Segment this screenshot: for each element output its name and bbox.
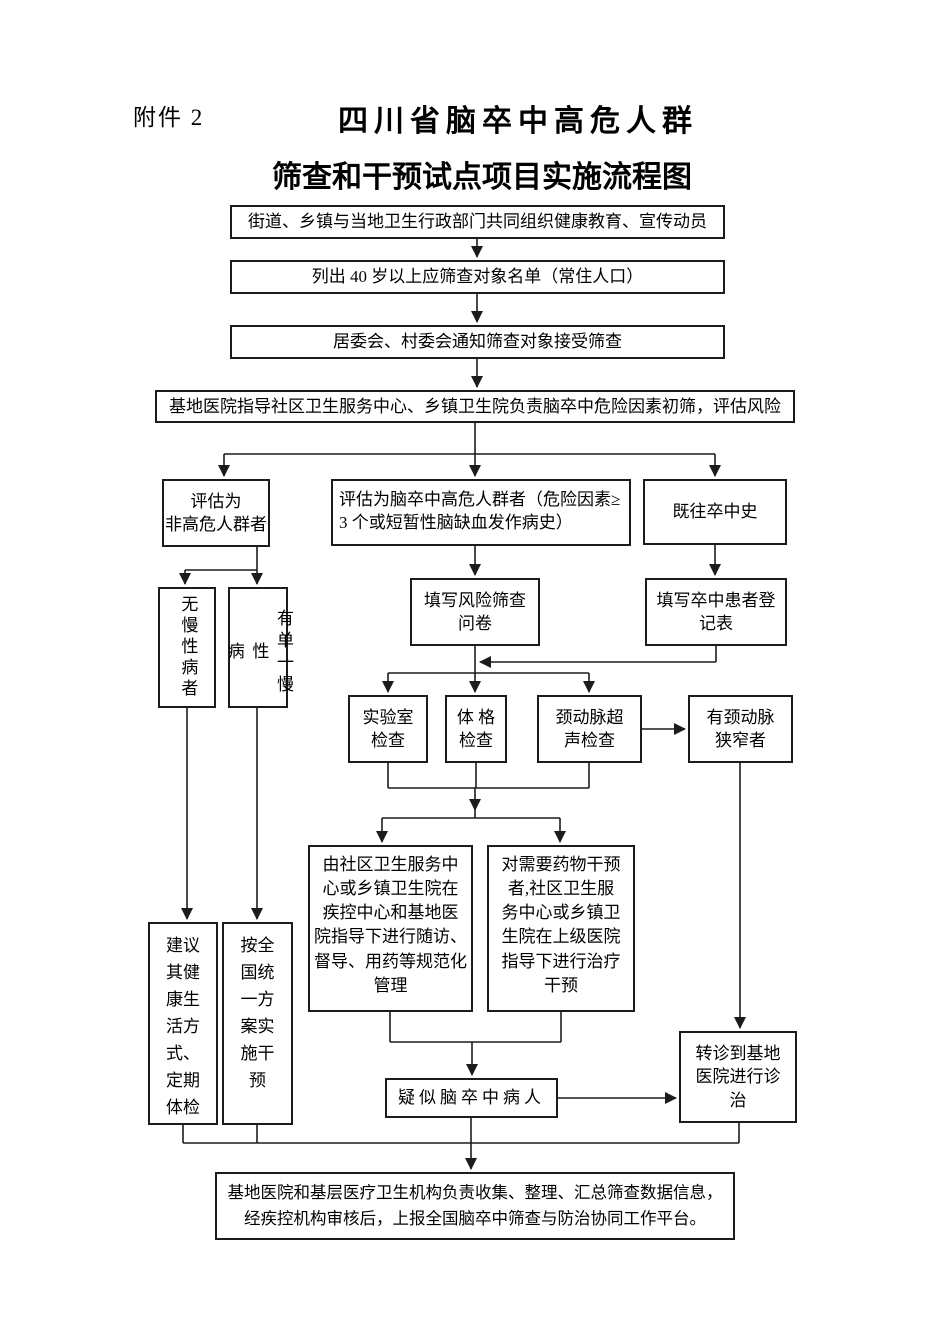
attachment-label: 附件 2 xyxy=(133,105,205,130)
node-carotid-ultrasound: 颈动脉超 声检查 xyxy=(537,695,642,763)
node-physical-exam: 体 格 检查 xyxy=(445,695,507,763)
node-referral-base-hospital: 转诊到基地 医院进行诊 治 xyxy=(679,1031,797,1123)
node-notify-screening: 居委会、村委会通知筛查对象接受筛查 xyxy=(230,325,725,359)
node-standardized-management: 由社区卫生服务中 心或乡镇卫生院在 疾控中心和基地医 院指导下进行随访、 督导、… xyxy=(308,845,473,1012)
connector-lines xyxy=(179,239,746,1170)
node-list-screening-targets: 列出 40 岁以上应筛查对象名单（常住人口） xyxy=(230,260,725,294)
node-national-plan-intervention: 按全国统一方案实施干预 xyxy=(222,922,293,1125)
node-suspected-stroke: 疑似脑卒中病人 xyxy=(385,1078,558,1118)
node-no-chronic-disease: 无慢性病者 xyxy=(158,587,216,708)
node-stroke-patient-registry: 填写卒中患者登 记表 xyxy=(645,578,787,646)
node-data-reporting: 基地医院和基层医疗卫生机构负责收集、整理、汇总筛查数据信息， 经疾控机构审核后，… xyxy=(215,1172,735,1240)
node-healthy-lifestyle-advice: 建议其健康生活方式、定期体检 xyxy=(148,922,218,1125)
node-lab-test: 实验室 检查 xyxy=(348,695,428,763)
node-drug-intervention: 对需要药物干预 者,社区卫生服 务中心或乡镇卫 生院在上级医院 指导下进行治疗 … xyxy=(487,845,635,1012)
page-title-line1: 四川省脑卒中高危人群 xyxy=(338,105,698,138)
node-risk-questionnaire: 填写风险筛查 问卷 xyxy=(410,578,540,646)
node-initial-risk-screening: 基地医院指导社区卫生服务中心、乡镇卫生院负责脑卒中危险因素初筛，评估风险 xyxy=(155,390,795,423)
single-chronic-disease-label: 有单一慢性 病 xyxy=(224,608,293,697)
node-prior-stroke-history: 既往卒中史 xyxy=(643,479,787,545)
node-non-high-risk: 评估为 非高危人群者 xyxy=(162,479,270,547)
node-health-education: 街道、乡镇与当地卫生行政部门共同组织健康教育、宣传动员 xyxy=(230,205,725,239)
node-single-chronic-disease: 有单一慢性 病 xyxy=(225,587,293,708)
node-high-risk-group: 评估为脑卒中高危人群者（危险因素≥ 3 个或短暂性脑缺血发作病史） xyxy=(331,479,631,546)
page-title-line2: 筛查和干预试点项目实施流程图 xyxy=(272,161,692,194)
node-carotid-stenosis: 有颈动脉 狭窄者 xyxy=(688,695,793,763)
no-chronic-disease-label: 无慢性病者 xyxy=(178,595,198,700)
